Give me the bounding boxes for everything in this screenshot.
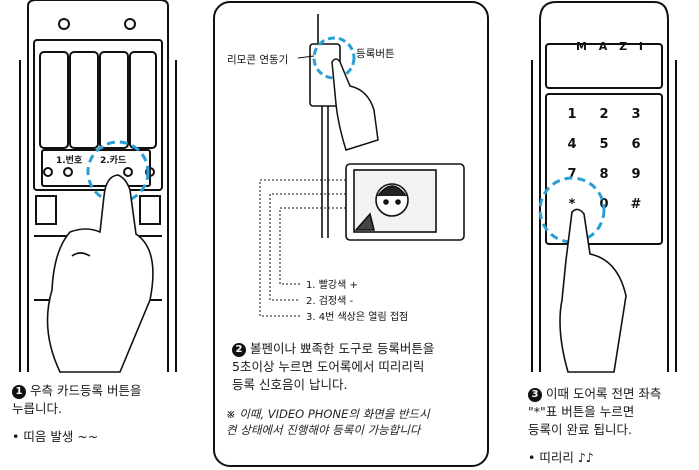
door-lock-front-illustration — [531, 0, 677, 372]
pressing-hand-icon — [559, 208, 627, 373]
step1-bullet: • 띠음 발생 ~~ — [12, 429, 99, 444]
register-label: 등록버튼 — [356, 48, 395, 60]
keypad-key: 7 — [567, 167, 576, 182]
slot1-label: 1.번호 — [56, 154, 83, 166]
step1-line2: 누릅니다. — [12, 401, 62, 416]
pointing-hand-icon — [331, 58, 379, 151]
star-key-highlight — [538, 176, 606, 244]
step3-line1: 이때 도어록 전면 좌측 — [546, 386, 662, 401]
step2-line1: 볼펜이나 뾰족한 도구로 등록버튼을 — [250, 341, 435, 356]
step3-line2: "*"표 버튼을 누르면 — [528, 404, 635, 419]
wire1-label: 1. 빨강색 + — [306, 279, 358, 291]
keypad-key: 6 — [631, 137, 640, 152]
step2-line2: 5초이상 누르면 도어록에서 띠리리릭 — [232, 359, 425, 374]
remote-module-illustration — [309, 14, 341, 238]
step3-line3: 등록이 완료 됩니다. — [528, 422, 632, 437]
wire3-label: 3. 4번 색상은 열림 접점 — [306, 311, 408, 323]
keypad-key: 4 — [567, 137, 576, 152]
step1-number: 1 — [12, 385, 26, 399]
step2-line3: 등록 신호음이 납니다. — [232, 377, 348, 392]
keypad-key: 2 — [599, 107, 608, 122]
note-line1: ※ 이때, VIDEO PHONE의 화면을 반드시 — [226, 407, 430, 421]
step3-bullet: • 띠리리 ♪♪ — [528, 450, 594, 465]
keypad-key: * — [569, 197, 576, 212]
keypad-key: 9 — [631, 167, 640, 182]
remote-label: 리모콘 연동기 — [227, 54, 288, 66]
step1-instruction: 1 우측 카드등록 버튼을 누릅니다. • 띠음 발생 ~~ — [12, 382, 141, 446]
step2-number: 2 — [232, 343, 246, 357]
wire2-label: 2. 검정색 - — [306, 295, 353, 307]
note-line2: 켠 상태에서 진행해야 등록이 가능합니다 — [226, 423, 421, 437]
brand-logo: M A Z I — [576, 40, 647, 53]
video-phone-illustration — [345, 163, 465, 241]
highlight-circle — [86, 140, 150, 204]
remote-leader — [297, 55, 315, 59]
step3-instruction: 3 이때 도어록 전면 좌측 "*"표 버튼을 누르면 등록이 완료 됩니다. •… — [528, 385, 661, 467]
wires — [259, 179, 346, 317]
step3-number: 3 — [528, 388, 542, 402]
keypad-key: # — [631, 197, 642, 212]
register-highlight-circle — [312, 36, 356, 80]
keypad-key: 1 — [567, 107, 576, 122]
keypad-key: 5 — [599, 137, 608, 152]
step2-note: ※ 이때, VIDEO PHONE의 화면을 반드시 켠 상태에서 진행해야 등… — [226, 406, 430, 438]
slot2-label: 2.카드 — [100, 154, 127, 166]
center-panel-frame — [213, 1, 489, 467]
step1-line1: 우측 카드등록 버튼을 — [30, 383, 142, 398]
hand-icon — [46, 174, 154, 373]
keypad-key: 8 — [599, 167, 608, 182]
keypad-key: 3 — [631, 107, 640, 122]
